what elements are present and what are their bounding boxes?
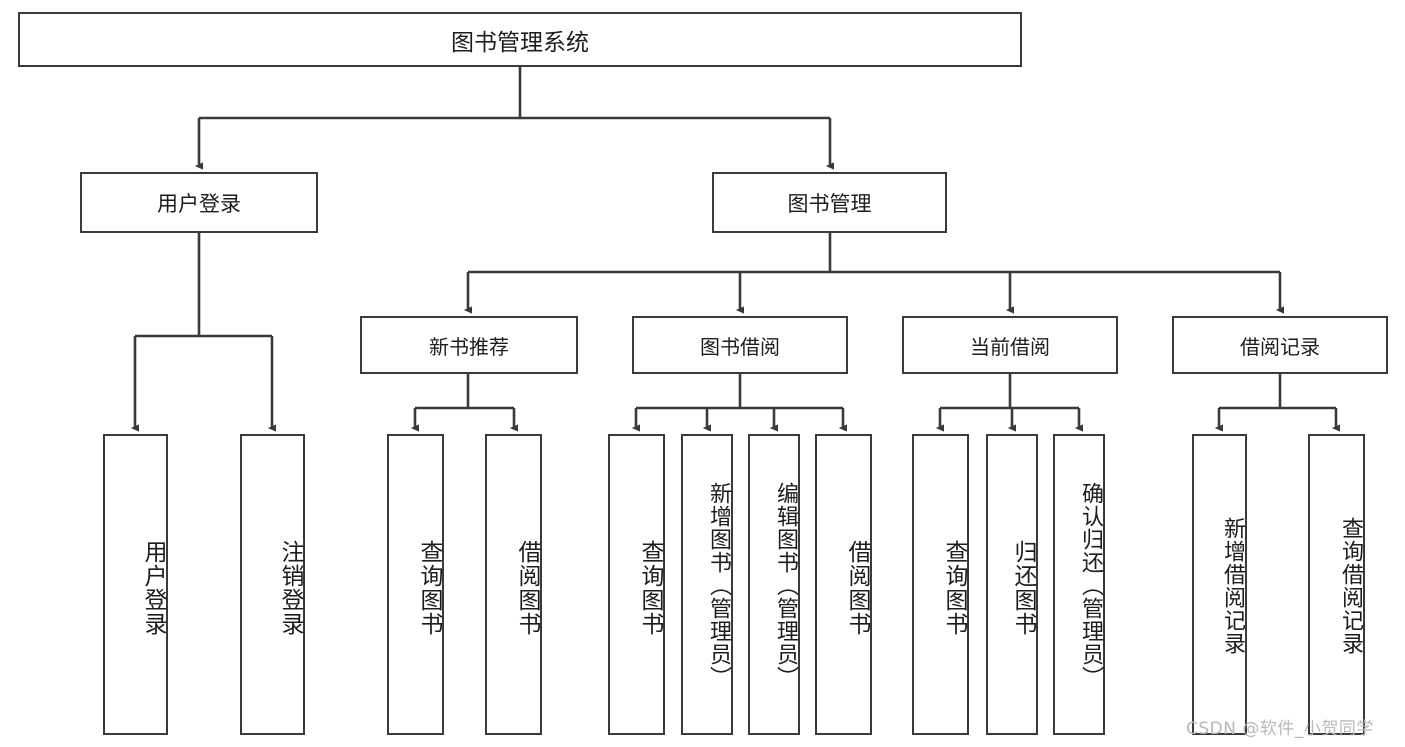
node-label: 查询图书	[637, 539, 663, 636]
node-root-library-system[interactable]: 图书管理系统	[18, 12, 1022, 67]
leaf-query-book-borrow[interactable]: 查询图书	[608, 434, 665, 735]
node-label: 查询借阅记录	[1338, 516, 1363, 655]
leaf-borrow-book[interactable]: 借阅图书	[815, 434, 872, 735]
node-label: 编辑图书（管理员）	[773, 482, 798, 689]
watermark-text: CSDN @软件_小贺同学	[1186, 719, 1374, 739]
node-label: 新增图书（管理员）	[706, 482, 731, 689]
node-label: 图书借阅	[700, 334, 780, 359]
node-label: 确认归还（管理员）	[1078, 482, 1103, 689]
node-label: 新书推荐	[429, 334, 509, 359]
node-label: 归还图书	[1010, 539, 1036, 636]
node-label: 借阅记录	[1240, 334, 1320, 359]
node-user-login[interactable]: 用户登录	[80, 172, 318, 233]
node-book-management[interactable]: 图书管理	[712, 172, 947, 233]
leaf-logout[interactable]: 注销登录	[240, 434, 305, 735]
leaf-return-book[interactable]: 归还图书	[986, 434, 1038, 735]
node-label: 借阅图书	[844, 539, 870, 636]
node-label: 图书管理系统	[451, 29, 589, 56]
node-label: 借阅图书	[514, 539, 540, 636]
leaf-confirm-return-admin[interactable]: 确认归还（管理员）	[1053, 434, 1105, 735]
node-new-book-recommend[interactable]: 新书推荐	[360, 316, 578, 374]
leaf-query-book-current[interactable]: 查询图书	[912, 434, 969, 735]
leaf-add-book-admin[interactable]: 新增图书（管理员）	[681, 434, 733, 735]
node-book-borrow[interactable]: 图书借阅	[632, 316, 848, 374]
node-label: 用户登录	[157, 191, 241, 216]
leaf-edit-book-admin[interactable]: 编辑图书（管理员）	[748, 434, 800, 735]
node-label: 查询图书	[941, 539, 967, 636]
node-borrow-record[interactable]: 借阅记录	[1172, 316, 1388, 374]
leaf-query-borrow-record[interactable]: 查询借阅记录	[1308, 434, 1365, 735]
node-label: 用户登录	[140, 539, 166, 636]
node-label: 查询图书	[416, 539, 442, 636]
node-current-borrow[interactable]: 当前借阅	[902, 316, 1118, 374]
leaf-borrow-book-recommend[interactable]: 借阅图书	[485, 434, 542, 735]
node-label: 当前借阅	[970, 334, 1050, 359]
leaf-user-login[interactable]: 用户登录	[103, 434, 168, 735]
leaf-add-borrow-record[interactable]: 新增借阅记录	[1192, 434, 1247, 735]
node-label: 图书管理	[787, 191, 872, 216]
node-label: 新增借阅记录	[1220, 516, 1245, 655]
node-label: 注销登录	[277, 539, 303, 636]
leaf-query-book-recommend[interactable]: 查询图书	[387, 434, 444, 735]
